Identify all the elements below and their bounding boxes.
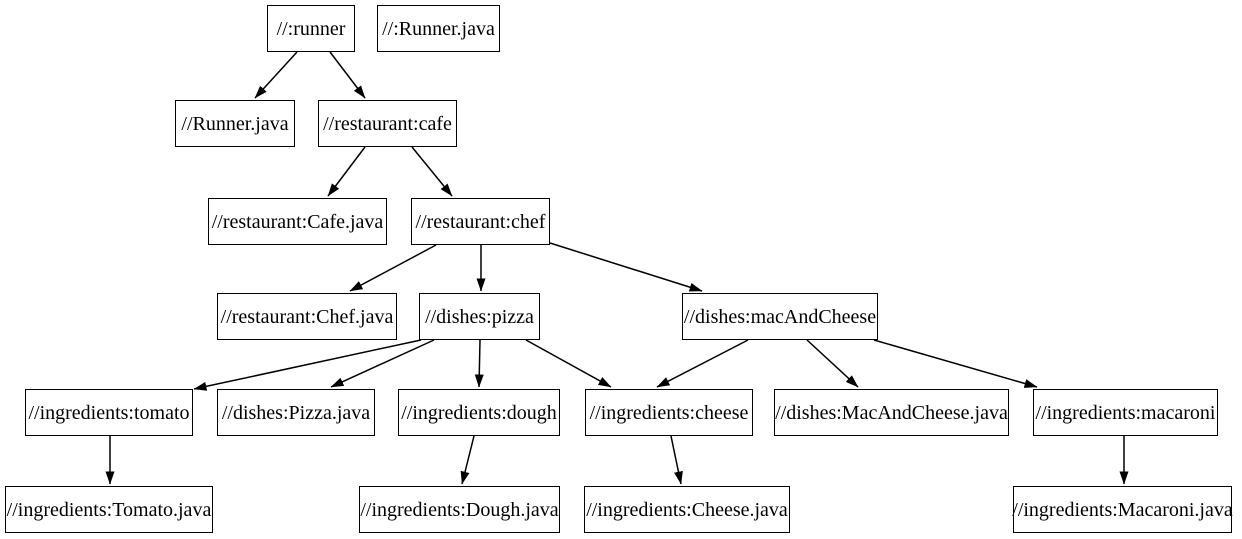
graph-node-dough-java: //ingredients:Dough.java [359,486,560,533]
graph-node-label: //dishes:pizza [425,305,534,328]
graph-node-tomato: //ingredients:tomato [25,389,193,436]
graph-node-label: //ingredients:Cheese.java [586,498,788,521]
graph-node-cheese-java: //ingredients:Cheese.java [584,486,790,533]
graph-node-chef-java: //restaurant:Chef.java [217,293,397,340]
graph-edge-chef-to-mac-and-cheese [549,242,703,292]
graph-node-label: //restaurant:cafe [323,112,452,135]
graph-node-cafe-java: //restaurant:Cafe.java [208,198,387,245]
graph-edge-dough-to-dough-java [460,435,475,485]
graph-edge-cafe-to-chef [411,146,453,197]
graph-edge-runner-to-runner-java [254,51,298,99]
graph-node-label: //restaurant:chef [415,210,546,233]
graph-node-runner: //:runner [267,5,355,52]
graph-edge-mac-and-cheese-to-macaroni [873,339,1038,388]
graph-node-label: //:Runner.java [382,17,495,40]
graph-node-label: //ingredients:dough [401,401,557,424]
graph-node-cafe: //restaurant:cafe [318,100,457,147]
graph-node-dough: //ingredients:dough [398,389,560,436]
graph-edge-mac-and-cheese-to-mac-and-cheese-java [806,339,859,388]
graph-node-label: //dishes:MacAndCheese.java [775,401,1008,424]
graph-node-label: //ingredients:tomato [28,401,190,424]
graph-node-mac-and-cheese-java: //dishes:MacAndCheese.java [774,389,1009,436]
graph-node-label: //ingredients:cheese [589,401,749,424]
graph-node-label: //dishes:Pizza.java [221,401,371,424]
graph-node-macaroni: //ingredients:macaroni [1033,389,1218,436]
graph-edge-cafe-to-cafe-java [327,146,366,197]
graph-edge-runner-to-cafe [329,51,366,99]
graph-node-label: //restaurant:Chef.java [220,305,394,328]
edge-group [105,51,1129,485]
graph-edge-pizza-to-dough [474,339,484,388]
graph-node-pizza: //dishes:pizza [419,293,540,340]
graph-edge-cheese-to-cheese-java [670,435,683,485]
graph-node-chef: //restaurant:chef [411,198,550,245]
graph-node-mac-and-cheese: //dishes:macAndCheese [682,293,878,340]
graph-node-label: //ingredients:Tomato.java [6,498,212,521]
graph-node-label: //ingredients:macaroni [1035,401,1216,424]
graph-edge-pizza-to-cheese [525,339,612,388]
graph-node-cheese: //ingredients:cheese [585,389,753,436]
graph-node-tomato-java: //ingredients:Tomato.java [5,486,213,533]
graph-node-label: //Runner.java [181,112,289,135]
graph-node-runner-java: //Runner.java [175,100,295,147]
graph-node-macaroni-java: //ingredients:Macaroni.java [1012,486,1233,533]
graph-edge-pizza-to-tomato [193,339,422,391]
graph-edge-chef-to-chef-java [349,244,437,292]
graph-node-label: //:runner [276,17,346,40]
graph-node-label: //ingredients:Macaroni.java [1012,498,1233,521]
graph-node-label: //ingredients:Dough.java [360,498,559,521]
graph-edge-mac-and-cheese-to-cheese [656,339,749,388]
graph-edge-pizza-to-pizza-java [330,339,435,388]
graph-node-pizza-java: //dishes:Pizza.java [217,389,375,436]
graph-node-label: //restaurant:Cafe.java [211,210,384,233]
graph-node-runner-java-root: //:Runner.java [377,5,500,52]
graph-node-label: //dishes:macAndCheese [683,305,877,328]
